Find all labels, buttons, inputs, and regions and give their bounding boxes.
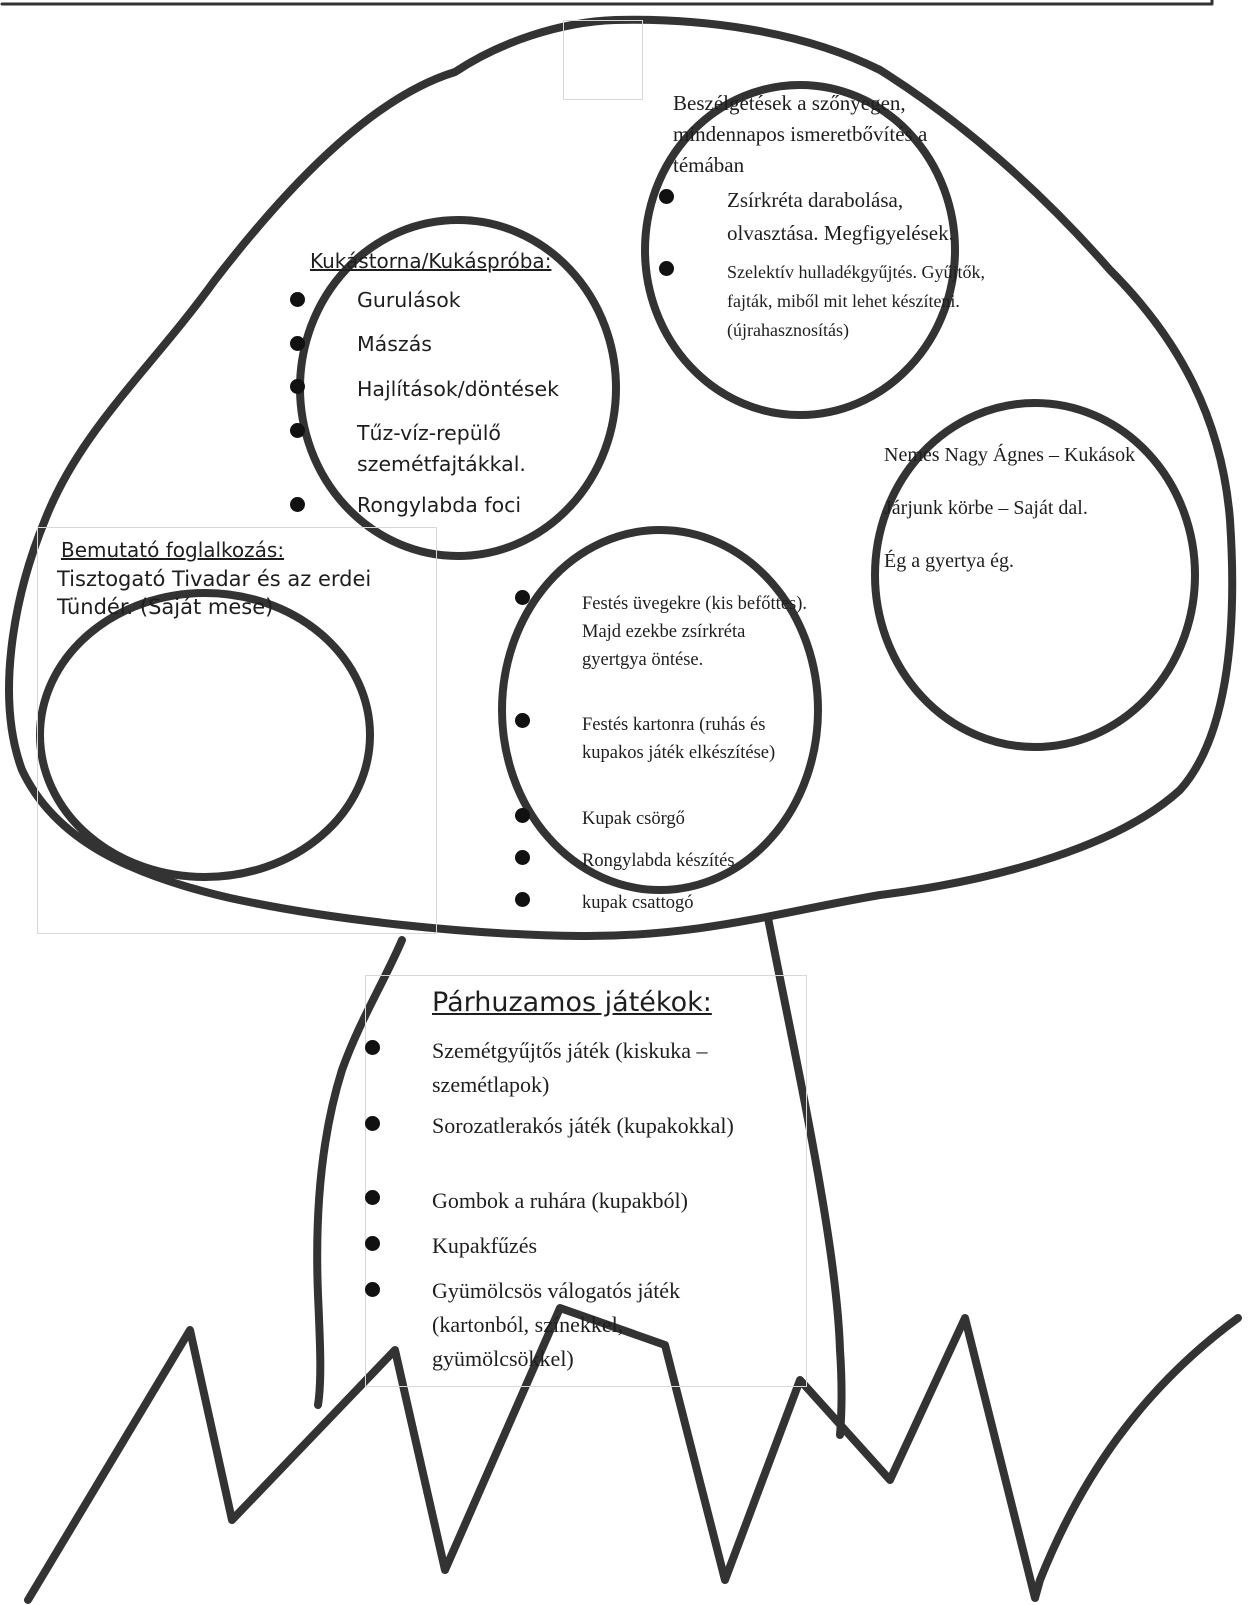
- bullet: [515, 590, 530, 605]
- festes-item: Festés üvegekre (kis befőttes). Majd eze…: [582, 594, 808, 670]
- grass: [24, 1304, 1242, 1604]
- bullet: [290, 292, 305, 307]
- bemutato-text: Tisztogató Tivadar és az erdei Tündér. (…: [57, 567, 372, 619]
- mushroom-stem: [313, 936, 406, 1409]
- top-border-line: [0, 0, 1214, 6]
- beszelgetesek-intro: Beszélgetések a szőnyegen, mindennapos i…: [673, 91, 928, 177]
- bullet: [365, 1236, 380, 1251]
- scan-frame-parhuzamos: [365, 975, 807, 1387]
- bullet: [365, 1282, 380, 1297]
- mushroom-stem-right: [764, 914, 846, 1439]
- kukastorna-item: Tűz-víz-repülő szemétfajtákkal.: [357, 421, 526, 476]
- enekek-line: Járjunk körbe – Saját dal.: [884, 497, 1088, 519]
- parhuzamos-item: Gombok a ruhára (kupakból): [432, 1188, 688, 1213]
- kukastorna-item: Mászás: [357, 332, 432, 356]
- bullet: [365, 1116, 380, 1131]
- bullet: [365, 1040, 380, 1055]
- bullet: [659, 261, 674, 276]
- bullet: [659, 189, 674, 204]
- enekek-line: Nemes Nagy Ágnes – Kukások: [884, 444, 1136, 466]
- scan-frame-bemutato: [37, 527, 437, 934]
- scan-frame-top: [563, 20, 643, 100]
- parhuzamos-item: Kupakfűzés: [432, 1233, 538, 1258]
- enekek-line: Ég a gyertya ég.: [884, 550, 1014, 572]
- mushroom-cap: [5, 15, 1237, 941]
- spot-bemutato: [36, 589, 374, 881]
- kukastorna-item: Gurulások: [357, 288, 461, 312]
- beszelgetesek-item: Szelektív hulladékgyűjtés. Gyűjtők, fajt…: [727, 262, 985, 340]
- bullet: [290, 497, 305, 512]
- bullet: [290, 379, 305, 394]
- bullet: [290, 336, 305, 351]
- festes-item: Rongylabda készítés: [582, 851, 735, 871]
- festes-item: kupak csattogó: [582, 893, 694, 913]
- festes-item: Festés kartonra (ruhás és kupakos játék …: [582, 715, 776, 763]
- kukastorna-heading: Kukástorna/Kukáspróba:: [310, 249, 552, 273]
- beszelgetesek-item: Zsírkréta darabolása, olvasztása. Megfig…: [727, 188, 954, 245]
- bullet: [515, 713, 530, 728]
- parhuzamos-item: Gyümölcsös válogatós játék (kartonból, s…: [432, 1278, 681, 1371]
- bullet: [515, 850, 530, 865]
- spot-enekek: [871, 399, 1199, 751]
- bullet: [515, 808, 530, 823]
- kukastorna-item: Rongylabda foci: [357, 493, 522, 517]
- kukastorna-item: Hajlítások/döntések: [357, 377, 560, 401]
- bullet: [515, 892, 530, 907]
- bemutato-heading: Bemutató foglalkozás:: [61, 538, 285, 562]
- parhuzamos-item: Sorozatlerakós játék (kupakokkal): [432, 1113, 734, 1138]
- spot-festes: [498, 526, 822, 894]
- bullet: [365, 1190, 380, 1205]
- festes-item: Kupak csörgő: [582, 809, 685, 829]
- bullet: [290, 423, 305, 438]
- spot-beszelgetesek: [641, 81, 959, 419]
- parhuzamos-heading: Párhuzamos játékok:: [432, 987, 712, 1018]
- parhuzamos-item: Szemétgyűjtős játék (kiskuka – szemétlap…: [432, 1038, 708, 1097]
